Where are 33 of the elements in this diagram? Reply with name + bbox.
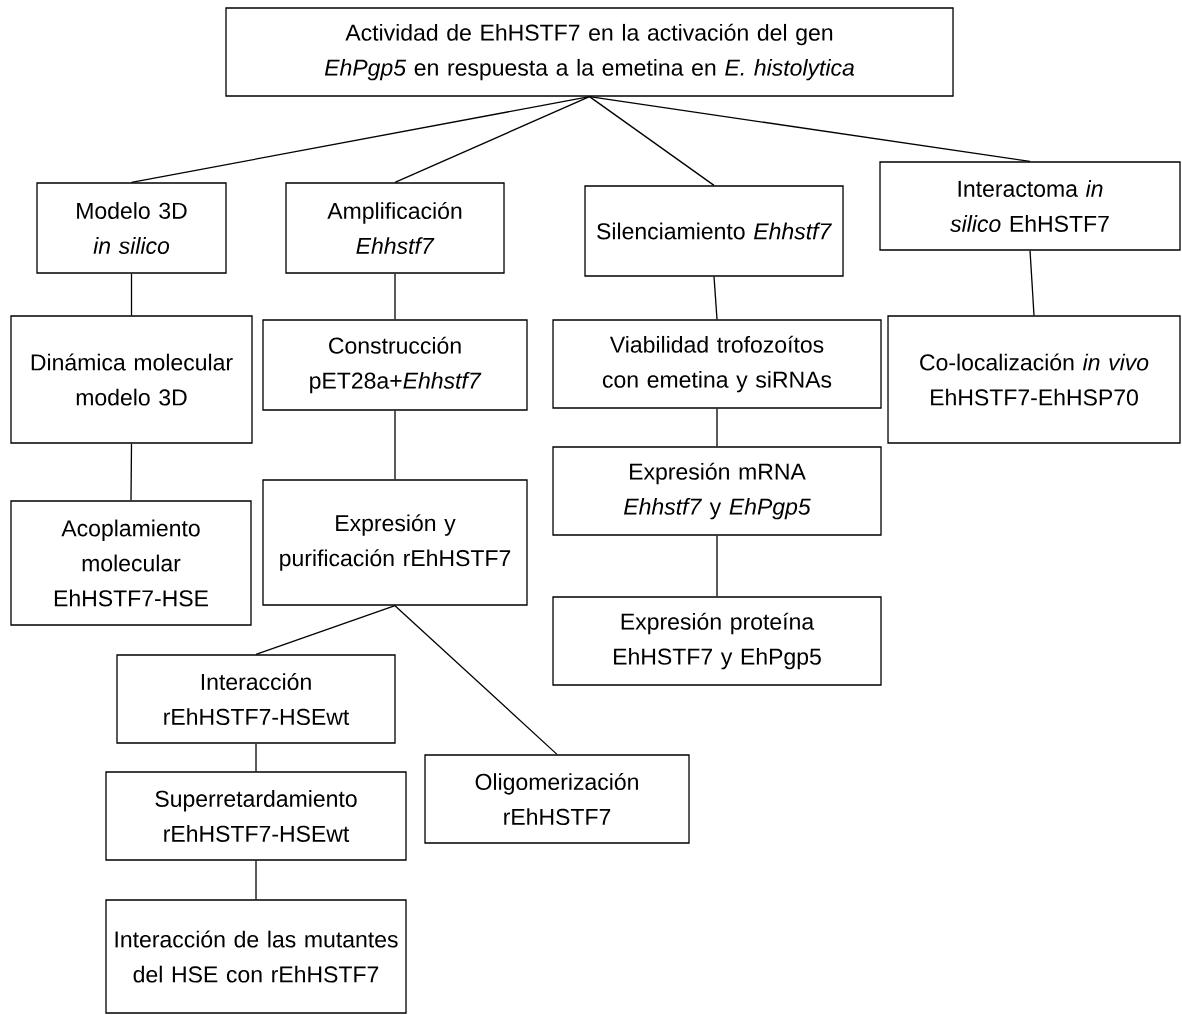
process-box: Silenciamiento Ehhstf7 <box>584 185 844 277</box>
connector-line <box>588 96 1031 162</box>
connector-line <box>713 276 718 320</box>
process-box: Dinámica molecular modelo 3D <box>10 315 253 444</box>
process-box: Expresión y purificación rEhHSTF7 <box>262 479 528 606</box>
connector-line <box>130 96 591 183</box>
connector-line <box>255 743 257 772</box>
process-box: Modelo 3D in silico <box>36 182 227 274</box>
process-box: Actividad de EhHSTF7 en la activación del gen EhPgp5 en respuesta a la emetina en E. histolytica <box>225 7 954 97</box>
process-box: Interacción de las mutantes del HSE con rEhHSTF7 <box>105 899 407 1014</box>
process-box: Interacción rEhHSTF7-HSEwt <box>116 654 396 744</box>
connector-line <box>716 408 718 447</box>
process-box: Co-localización in vivo EhHSTF7-EhHSP70 <box>887 315 1181 444</box>
process-box: Amplificación Ehhstf7 <box>285 182 505 274</box>
connector-line <box>255 860 257 900</box>
process-box: Oligomerización rEhHSTF7 <box>424 754 690 844</box>
connector-line <box>394 96 591 183</box>
connector-line <box>130 273 133 316</box>
connector-line <box>394 410 396 480</box>
connector-line <box>255 605 396 655</box>
process-box: Superretardamiento rEhHSTF7-HSEwt <box>105 771 407 861</box>
process-box: Viabilidad trofozoítos con emetina y siRNAs <box>552 319 882 409</box>
connector-line <box>588 96 715 186</box>
process-box: Acoplamiento molecular EhHSTF7-HSE <box>10 500 252 626</box>
connector-line <box>1029 250 1035 316</box>
process-box: Construcción pET28a+Ehhstf7 <box>262 319 528 411</box>
process-box: Interactoma in silico EhHSTF7 <box>879 161 1181 251</box>
connector-line <box>130 443 133 501</box>
process-box: Expresión proteína EhHSTF7 y EhPgp5 <box>552 596 882 686</box>
connector-line <box>716 535 718 597</box>
process-box: Expresión mRNA Ehhstf7 y EhPgp5 <box>552 446 882 536</box>
connector-line <box>394 605 558 755</box>
connector-line <box>394 273 396 320</box>
